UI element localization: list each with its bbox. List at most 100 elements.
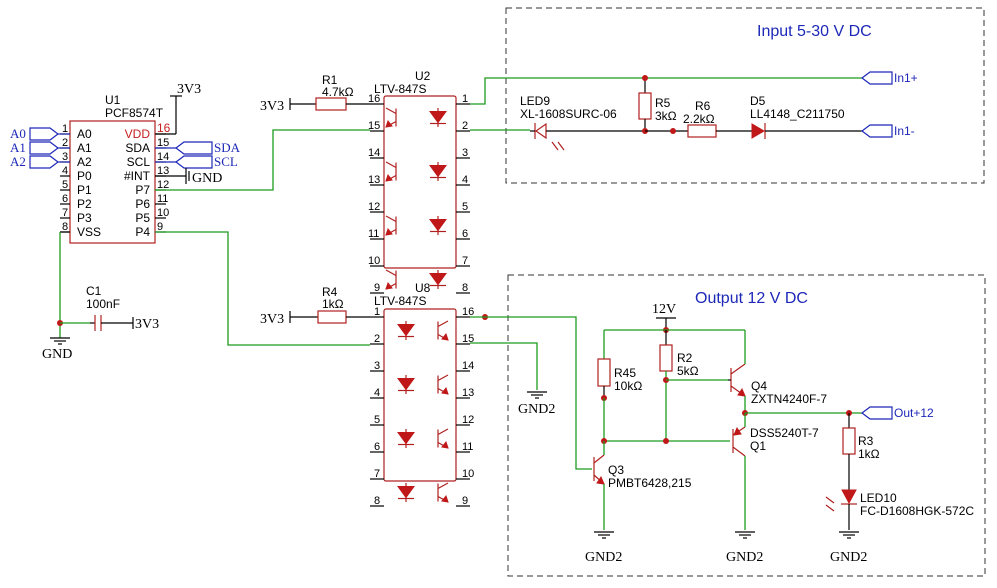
net-12v: 12V <box>652 302 676 317</box>
q4-ref: Q4 <box>751 379 767 393</box>
u8-right-pin-num: 12 <box>462 414 474 426</box>
net-gnd-vss: GND <box>42 347 72 362</box>
u8-led-icon <box>397 486 415 499</box>
r6-resistor[interactable]: R6 2.2kΩ <box>645 99 752 138</box>
u1-right-pin-num: 12 <box>157 179 169 191</box>
u8-left-pin-num: 2 <box>374 333 380 345</box>
u2-left-pin-num: 9 <box>374 282 380 294</box>
u1-right-pin-name: VDD <box>125 127 151 141</box>
led9[interactable]: LED9 XL-1608SURC-06 <box>520 94 645 151</box>
net-a1: A1 <box>10 140 26 155</box>
c1-value: 100nF <box>86 297 120 311</box>
u8-left-pin-num: 3 <box>374 360 380 372</box>
net-in-minus: In1- <box>894 124 915 138</box>
output-region-title: Output 12 V DC <box>695 290 808 307</box>
u1-right-pin-name: #INT <box>124 169 151 183</box>
in-minus-flag: In1- <box>861 124 915 138</box>
u2-left-pin-num: 13 <box>368 174 380 186</box>
d5-ref: D5 <box>750 94 766 108</box>
r3-resistor[interactable]: R3 1kΩ <box>842 413 880 490</box>
u1-right-pin-name: P5 <box>135 211 150 225</box>
r45-value: 10kΩ <box>614 379 642 393</box>
u8-transistor-collector <box>437 374 449 382</box>
r2-resistor[interactable]: R2 5kΩ <box>659 330 728 441</box>
u2-led-icon <box>429 111 447 124</box>
q3-transistor[interactable]: Q3 PMBT6428,215 <box>593 441 692 530</box>
u8-right-pin-num: 10 <box>462 468 474 480</box>
u8-channels <box>397 320 449 503</box>
u1-vss-ground: GND <box>42 231 72 362</box>
r4-resistor[interactable]: 3V3 R4 1kΩ <box>260 285 370 327</box>
led10[interactable]: LED10 FC-D1608HGK-572C <box>825 489 974 530</box>
net-3v3-u1: 3V3 <box>177 82 201 97</box>
u8-right-pin-num: 11 <box>462 441 473 453</box>
u2-right-pin-num: 1 <box>462 93 468 105</box>
u1-right-pin-num: 11 <box>157 193 168 205</box>
net-sda: SDA <box>214 140 241 155</box>
u1-left-pin-num: 2 <box>62 137 68 149</box>
u2-left-pin-num: 15 <box>368 120 380 132</box>
u8-right-pin-num: 13 <box>462 387 474 399</box>
c1-capacitor[interactable]: C1 100nF 3V3 <box>60 284 159 332</box>
u1-left-pin-name: A2 <box>77 155 92 169</box>
u1-left-pin-name: A0 <box>77 127 92 141</box>
u8-left-pin-num: 6 <box>374 441 380 453</box>
r2-value: 5kΩ <box>677 364 699 378</box>
u1-left-pin-num: 8 <box>62 221 68 233</box>
u8-left-pin-num: 8 <box>374 495 380 507</box>
u2-transistor-collector <box>385 215 397 223</box>
u1-left-pin-num: 4 <box>62 165 68 177</box>
u2-transistor-arrow <box>385 173 393 182</box>
u1-right-pin-num: 16 <box>157 121 171 135</box>
u1-left-pin-name: P3 <box>77 211 92 225</box>
q4-transistor[interactable]: Q4 ZXTN4240F-7 <box>728 330 827 416</box>
u2-right-pin-num: 6 <box>462 228 468 240</box>
u2-transistor-arrow <box>385 281 393 290</box>
u1-vdd-3v3: 3V3 <box>155 82 201 135</box>
u1-left-pin-num: 7 <box>62 207 68 219</box>
u8-ref: U8 <box>415 281 431 295</box>
d5-diode[interactable]: D5 LL4148_C211750 <box>750 94 862 139</box>
u1-left-pin-name: A1 <box>77 141 92 155</box>
u2-led-icon <box>429 273 447 286</box>
r4-ref: R4 <box>322 285 338 299</box>
led9-value: XL-1608SURC-06 <box>520 107 617 121</box>
r6-ref: R6 <box>695 99 711 113</box>
u2-transistor-collector <box>385 269 397 277</box>
u1-left-pin-name: P2 <box>77 197 92 211</box>
u2-right-pin-num: 5 <box>462 201 468 213</box>
input-region-title: Input 5-30 V DC <box>757 23 872 40</box>
u1-right-pin-name: P7 <box>135 183 150 197</box>
net-gnd2-u8: GND2 <box>518 402 555 417</box>
u1-left-pin-name: P1 <box>77 183 92 197</box>
net-gnd2-q1: GND2 <box>726 550 763 565</box>
u1-left-pin-num: 6 <box>62 193 68 205</box>
net-gnd2-led10: GND2 <box>830 550 867 565</box>
r4-value: 1kΩ <box>322 297 344 311</box>
u8-left-pin-num: 1 <box>374 306 380 318</box>
u8-transistor-collector <box>437 320 449 328</box>
gnd2-u8: GND2 <box>518 391 555 417</box>
u2-led-icon <box>429 219 447 232</box>
wire-p4-u8 <box>155 231 370 346</box>
q1-transistor[interactable]: DSS5240T-7 Q1 <box>601 413 819 530</box>
output-region: Output 12 V DC <box>507 274 986 577</box>
u2-left-pin-num: 16 <box>368 93 380 105</box>
r1-resistor[interactable]: 3V3 R1 4.7kΩ <box>260 73 370 114</box>
r5-resistor[interactable]: R5 3kΩ <box>638 75 677 134</box>
d5-value: LL4148_C211750 <box>750 107 845 121</box>
u1-right-pin-num: 13 <box>157 165 169 177</box>
u8-right-pin-num: 14 <box>462 360 474 372</box>
q3-value: PMBT6428,215 <box>608 476 692 490</box>
u8-part: LTV-847S <box>374 294 426 308</box>
u1-right-pin-name: P6 <box>135 197 150 211</box>
u2-ref: U2 <box>415 69 431 83</box>
r45-resistor[interactable]: R45 10kΩ <box>597 330 642 441</box>
r3-ref: R3 <box>858 434 874 448</box>
u2-left-pin-num: 12 <box>368 201 380 213</box>
